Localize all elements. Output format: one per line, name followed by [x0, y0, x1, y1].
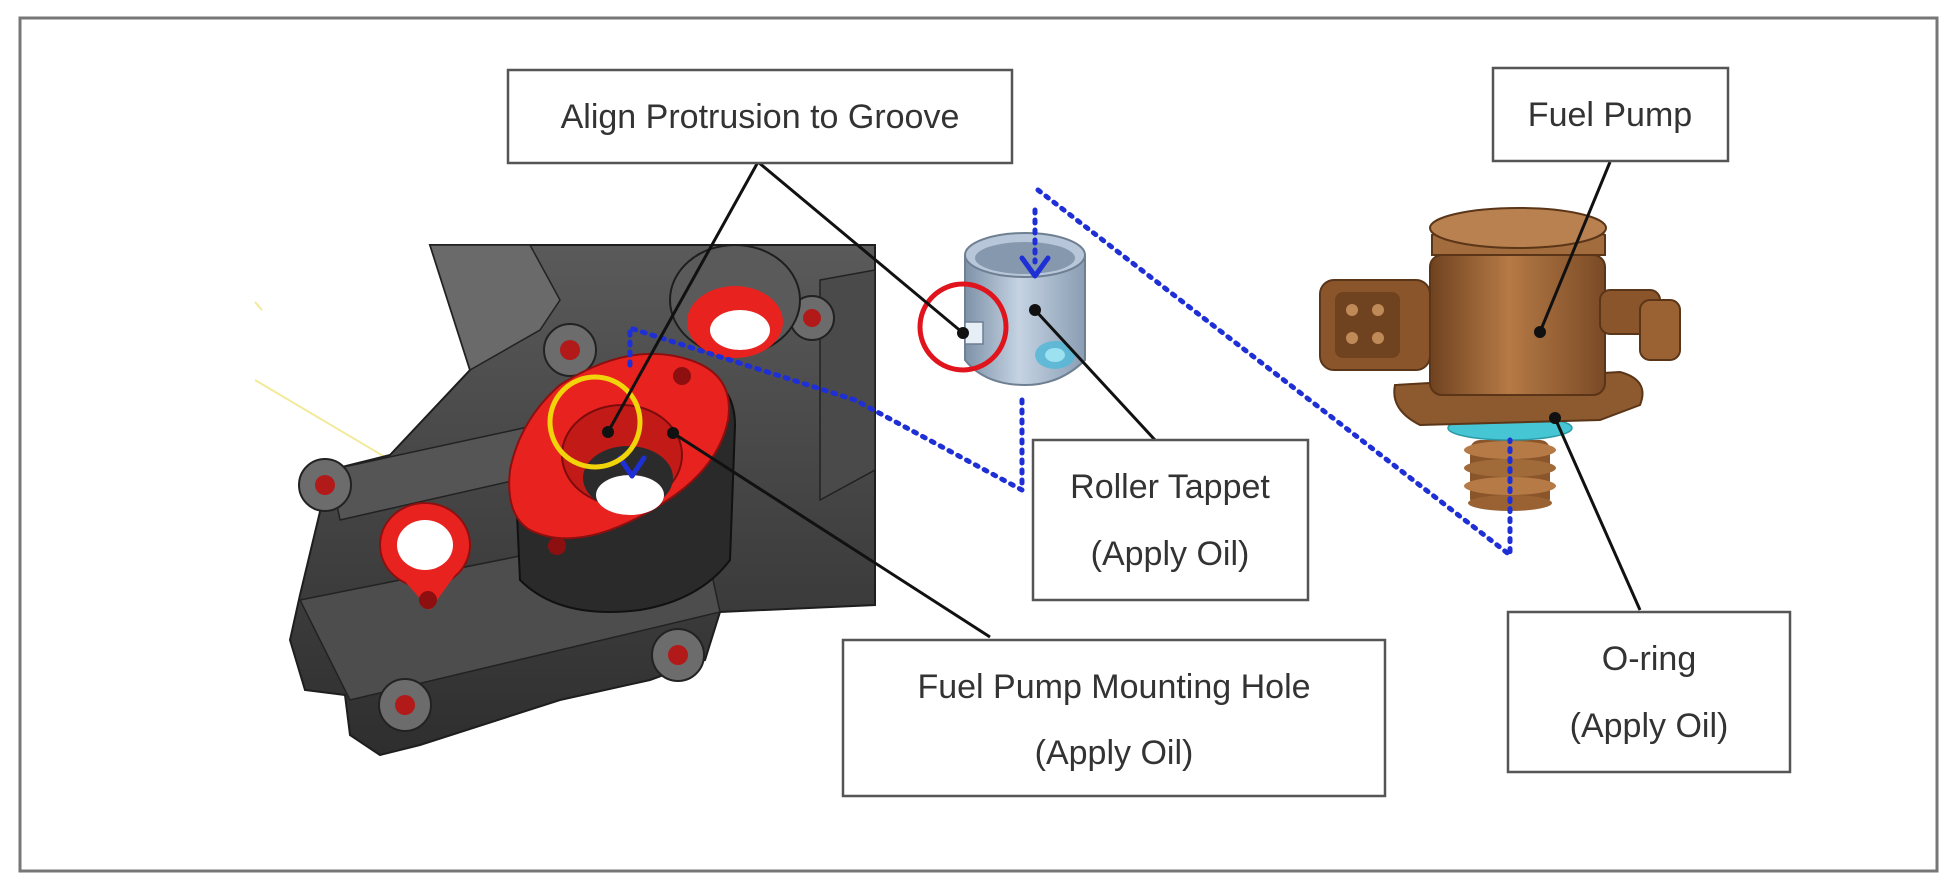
alignment-highlight-circle — [547, 374, 643, 470]
label-fuel-pump: Fuel Pump — [1491, 66, 1730, 163]
leader-lines — [606, 160, 1642, 639]
label-mounting-hole-text: Fuel Pump Mounting Hole — [917, 668, 1310, 706]
label-roller-tappet-text: Roller Tappet — [1070, 468, 1270, 506]
label-o-ring: O-ring (Apply Oil) — [1506, 610, 1792, 774]
label-o-ring-text: O-ring — [1602, 640, 1696, 678]
assembly-guide-lines — [627, 187, 1513, 561]
label-roller-tappet-note: (Apply Oil) — [1091, 535, 1250, 573]
label-fuel-pump-text: Fuel Pump — [1528, 96, 1692, 134]
roller-tappet-illustration — [964, 232, 1086, 387]
label-roller-tappet: Roller Tappet (Apply Oil) — [1031, 438, 1310, 602]
cylinder-head-illustration — [254, 244, 876, 757]
label-mounting-hole-note: (Apply Oil) — [1035, 734, 1194, 772]
label-align-protrusion: Align Protrusion to Groove — [506, 68, 1014, 165]
assembly-arrows — [617, 255, 1051, 479]
groove-highlight-circle — [917, 281, 1009, 373]
label-o-ring-note: (Apply Oil) — [1570, 707, 1729, 745]
fuel-pump-illustration — [1319, 207, 1681, 511]
label-mounting-hole: Fuel Pump Mounting Hole (Apply Oil) — [841, 638, 1387, 798]
label-align-text: Align Protrusion to Groove — [561, 98, 960, 136]
leader-dots — [602, 304, 1561, 439]
